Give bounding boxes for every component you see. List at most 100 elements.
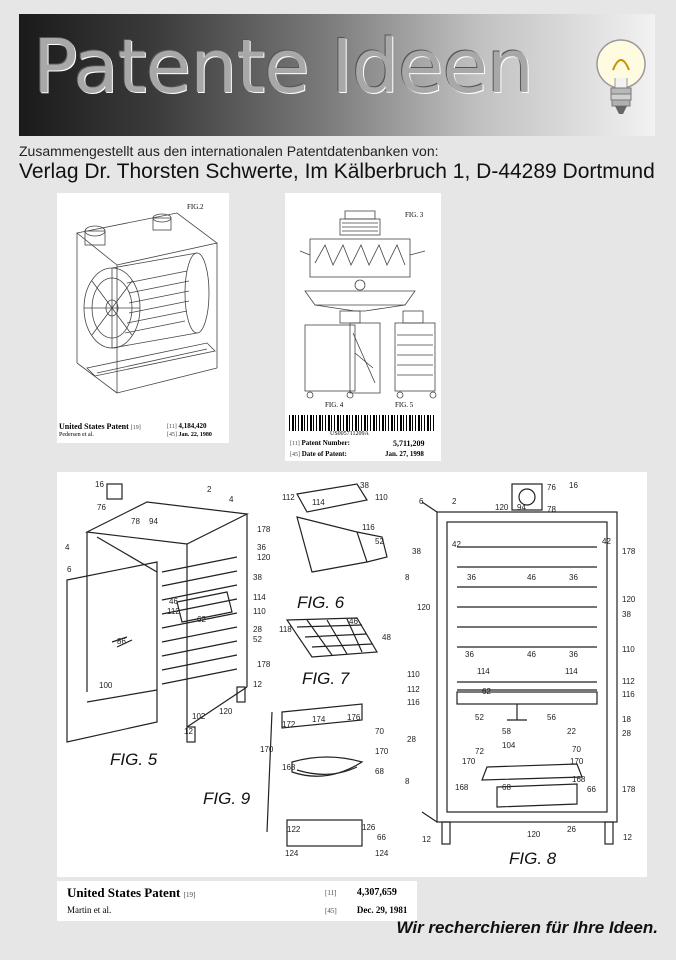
svg-text:110: 110 xyxy=(407,670,420,679)
fig-9-caption: FIG. 9 xyxy=(203,789,251,808)
svg-text:58: 58 xyxy=(502,727,511,736)
svg-text:38: 38 xyxy=(412,547,421,556)
svg-text:70: 70 xyxy=(375,727,384,736)
svg-text:124: 124 xyxy=(375,849,389,858)
svg-text:72: 72 xyxy=(475,747,484,756)
svg-text:102: 102 xyxy=(192,712,206,721)
svg-text:116: 116 xyxy=(362,523,375,532)
header-subtitle-small: Zusammengestellt aus den internationalen… xyxy=(19,143,439,159)
fig-7-caption: FIG. 7 xyxy=(302,669,350,688)
svg-text:22: 22 xyxy=(567,727,576,736)
svg-text:68: 68 xyxy=(375,767,384,776)
svg-text:38: 38 xyxy=(360,481,369,490)
svg-text:12: 12 xyxy=(623,833,632,842)
patent-figure-1: FIG.2 United States Patent [19] Pedersen… xyxy=(57,193,229,443)
fig-5-label: FIG. 5 xyxy=(395,401,414,409)
svg-text:2: 2 xyxy=(452,497,457,506)
svg-text:112: 112 xyxy=(622,677,635,686)
patent-drawing-drum: FIG.2 xyxy=(76,203,218,394)
svg-text:94: 94 xyxy=(517,503,526,512)
svg-text:78: 78 xyxy=(131,517,140,526)
svg-text:8: 8 xyxy=(405,777,410,786)
svg-text:12: 12 xyxy=(422,835,431,844)
svg-text:124: 124 xyxy=(285,849,299,858)
svg-text:42: 42 xyxy=(602,537,611,546)
fig-4-label: FIG. 4 xyxy=(325,401,344,409)
svg-text:116: 116 xyxy=(407,698,420,707)
svg-text:76: 76 xyxy=(547,483,556,492)
svg-text:48: 48 xyxy=(382,633,391,642)
fig-6-caption: FIG. 6 xyxy=(297,593,345,612)
svg-text:52: 52 xyxy=(475,713,484,722)
page-title: Patente Ideen xyxy=(33,24,534,110)
svg-text:16: 16 xyxy=(569,481,578,490)
svg-text:36: 36 xyxy=(569,573,578,582)
svg-text:122: 122 xyxy=(287,825,301,834)
svg-text:118: 118 xyxy=(279,625,292,634)
footer-slogan: Wir recherchieren für Ihre Ideen. xyxy=(396,918,658,937)
svg-text:112: 112 xyxy=(282,493,295,502)
svg-text:36: 36 xyxy=(257,543,266,552)
svg-text:28: 28 xyxy=(622,729,631,738)
svg-text:36: 36 xyxy=(569,650,578,659)
svg-text:178: 178 xyxy=(622,547,636,556)
svg-text:178: 178 xyxy=(257,660,271,669)
svg-text:68: 68 xyxy=(502,783,511,792)
header-banner: Patente Ideen xyxy=(19,14,655,136)
svg-text:168: 168 xyxy=(455,783,469,792)
svg-text:126: 126 xyxy=(362,823,376,832)
svg-text:6: 6 xyxy=(67,565,72,574)
svg-text:170: 170 xyxy=(570,757,584,766)
patent-2-date-label: Date of Patent: xyxy=(301,450,347,458)
svg-text:46: 46 xyxy=(527,573,536,582)
svg-text:116: 116 xyxy=(622,690,635,699)
svg-text:114: 114 xyxy=(477,667,490,676)
patent-2-date: Jan. 27, 1998 xyxy=(385,450,424,458)
patent-drawing-cabinet: FIG. 3 FIG. 4 FIG. 5 xyxy=(299,210,437,409)
svg-text:52: 52 xyxy=(375,537,384,546)
fig-5-caption: FIG. 5 xyxy=(110,750,158,769)
svg-text:114: 114 xyxy=(312,498,325,507)
svg-text:94: 94 xyxy=(149,517,158,526)
fig-3-label: FIG. 3 xyxy=(405,211,424,219)
patent-3-info: United States Patent [19] Martin et al. … xyxy=(57,881,417,921)
svg-text:2: 2 xyxy=(207,485,212,494)
svg-text:110: 110 xyxy=(375,493,388,502)
patent-3-title: United States Patent xyxy=(67,885,181,900)
svg-text:114: 114 xyxy=(565,667,578,676)
svg-text:112: 112 xyxy=(167,607,180,616)
svg-text:26: 26 xyxy=(567,825,576,834)
svg-text:62: 62 xyxy=(482,687,491,696)
svg-text:76: 76 xyxy=(97,503,106,512)
patent-2-number: 5,711,209 xyxy=(393,439,425,448)
svg-text:114: 114 xyxy=(253,593,266,602)
svg-text:8: 8 xyxy=(405,573,410,582)
svg-text:56: 56 xyxy=(547,713,556,722)
light-bulb-icon xyxy=(596,39,646,114)
svg-text:4: 4 xyxy=(229,495,234,504)
svg-text:12: 12 xyxy=(184,727,193,736)
fig-2-label: FIG.2 xyxy=(187,203,204,211)
patent-1-date: Jan. 22, 1980 xyxy=(178,432,212,438)
svg-text:176: 176 xyxy=(347,713,361,722)
svg-text:168: 168 xyxy=(572,775,586,784)
svg-text:28: 28 xyxy=(253,625,262,634)
svg-text:174: 174 xyxy=(312,715,326,724)
svg-text:178: 178 xyxy=(257,525,271,534)
svg-text:120: 120 xyxy=(219,707,233,716)
svg-text:70: 70 xyxy=(572,745,581,754)
barcode-text: US005711209A xyxy=(330,431,369,437)
svg-text:170: 170 xyxy=(260,745,274,754)
svg-text:178: 178 xyxy=(622,785,636,794)
patent-3-date: Dec. 29, 1981 xyxy=(356,905,408,915)
svg-text:12: 12 xyxy=(253,680,262,689)
svg-text:36: 36 xyxy=(467,573,476,582)
svg-text:38: 38 xyxy=(253,573,262,582)
svg-text:172: 172 xyxy=(282,720,296,729)
svg-text:6: 6 xyxy=(419,497,424,506)
svg-text:36: 36 xyxy=(465,650,474,659)
svg-text:66: 66 xyxy=(377,833,386,842)
svg-text:42: 42 xyxy=(452,540,461,549)
